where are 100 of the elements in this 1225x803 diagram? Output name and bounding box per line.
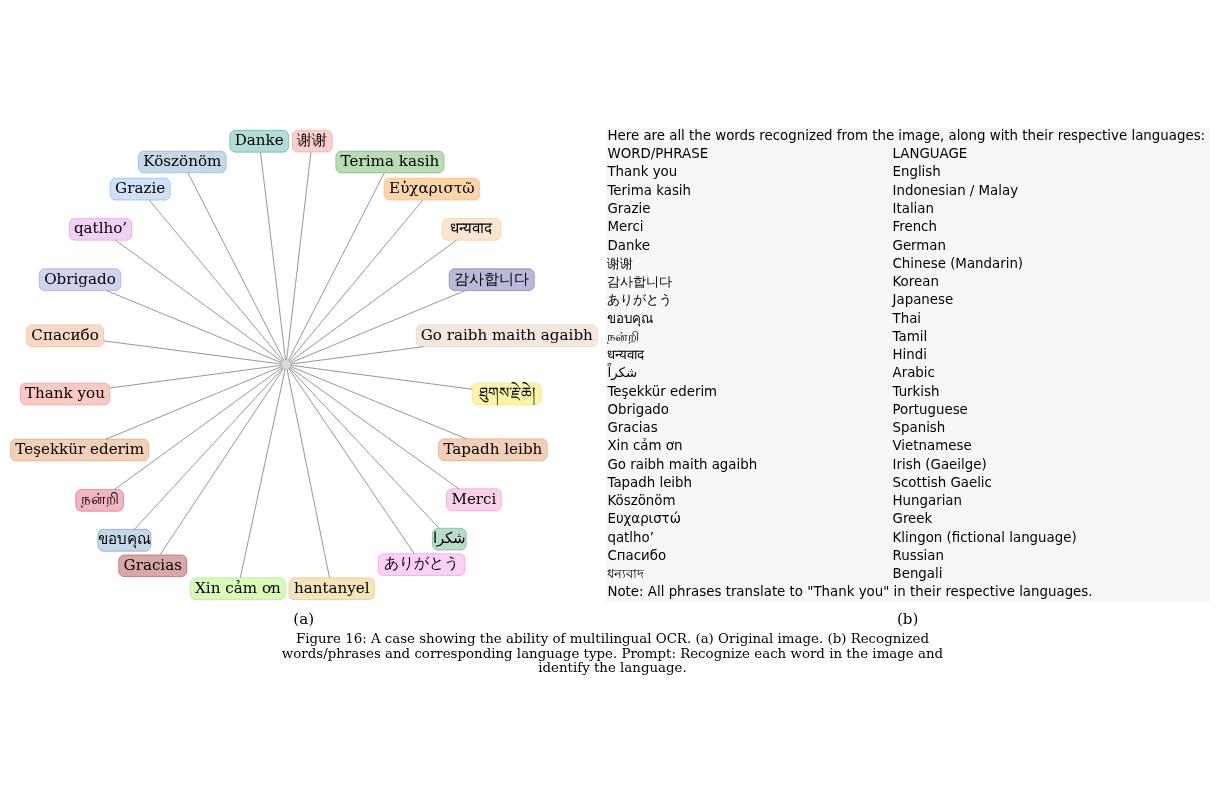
- label: Hungarian: [892, 493, 963, 509]
- node-box: Grazie: [109, 178, 171, 201]
- label: 감사합니다: [607, 274, 673, 290]
- connector: [260, 151, 286, 361]
- label: Russian: [892, 547, 944, 563]
- label: Danke: [607, 237, 650, 253]
- label: நன்றி: [607, 328, 640, 344]
- label: Go raibh maith agaibh: [607, 456, 758, 472]
- connector: [159, 368, 284, 556]
- connector: [239, 369, 286, 579]
- connector: [103, 340, 282, 365]
- node-circle: [281, 359, 292, 370]
- connector: [290, 290, 466, 364]
- node-box: Tapadh leibh: [438, 438, 548, 461]
- connector: [115, 239, 283, 363]
- caption: Figure 16: A case showing the ability of multilingual OCR. (a) Original image. (b) Recognized words/phrases and corresponding language type. Prompt: Recognize each word in the image and identify the language.: [281, 631, 944, 676]
- node-box: Εὐχαριστῶ: [383, 178, 480, 201]
- node-box: Xin cảm ơn: [190, 577, 286, 600]
- label: Grazie: [607, 200, 651, 216]
- node-box: धन्यवाद: [441, 218, 502, 241]
- label: German: [892, 237, 947, 253]
- label: Korean: [892, 274, 939, 290]
- node-box: Спасибо: [26, 324, 104, 347]
- label: (b): [896, 609, 919, 628]
- connector: [290, 366, 467, 440]
- label: Scottish Gaelic: [892, 474, 992, 490]
- label: (a): [293, 609, 315, 628]
- connector: [288, 199, 424, 362]
- connector: [134, 367, 284, 530]
- label: Спасибо: [607, 547, 667, 563]
- label: Turkish: [892, 383, 940, 399]
- node-box: Go raibh maith agaibh: [415, 324, 598, 347]
- connector: [114, 367, 283, 490]
- node-box: ขอบคุณ: [97, 529, 152, 552]
- label: Irish (Gaeilge): [892, 456, 987, 472]
- connector: [105, 366, 282, 440]
- label: Terima kasih: [607, 182, 692, 198]
- node-box: Obrigado: [39, 268, 121, 291]
- label: ありがとう: [607, 292, 673, 308]
- connector: [290, 346, 424, 365]
- label: Vietnamese: [892, 438, 972, 454]
- label: Spanish: [892, 420, 946, 436]
- connector: [289, 239, 457, 363]
- label: شكراً: [607, 365, 638, 381]
- label: Merci: [607, 219, 644, 235]
- label: French: [892, 219, 937, 235]
- label: Köszönöm: [607, 493, 676, 509]
- label: LANGUAGE: [892, 146, 968, 162]
- node-box: qatlho’: [68, 218, 133, 241]
- label: Thai: [892, 310, 922, 326]
- label: WORD/PHRASE: [607, 146, 709, 162]
- label: Italian: [892, 200, 934, 216]
- label: Xin cảm ơn: [607, 438, 683, 454]
- node-box: Köszönöm: [138, 150, 227, 174]
- label: Teşekkür ederim: [607, 383, 718, 399]
- node-box: ཐུགས་རྗེ་ཆེ།: [472, 382, 542, 405]
- label: Thank you: [607, 164, 678, 180]
- node-box: Merci: [446, 488, 502, 511]
- node-box: நன்றி: [75, 489, 124, 512]
- connector: [286, 369, 330, 579]
- label: Chinese (Mandarin): [892, 255, 1024, 271]
- label: Klingon (fictional language): [892, 529, 1077, 545]
- label: धन्यवाद: [607, 347, 645, 363]
- label: qatlho’: [607, 529, 654, 545]
- node-box: hantanyel: [288, 577, 375, 600]
- label: 谢谢: [607, 255, 634, 271]
- connector: [109, 364, 282, 389]
- label: Tapadh leibh: [607, 474, 693, 490]
- node-box: Terima kasih: [335, 150, 445, 174]
- node-box: Gracias: [118, 554, 188, 577]
- label: ধন্যবাদ: [607, 566, 645, 582]
- label: Portuguese: [892, 401, 968, 417]
- node-box: ありがとう: [377, 553, 466, 576]
- label: Ευχαριστώ: [607, 511, 681, 527]
- node-box: Danke: [229, 130, 289, 153]
- label: Here are all the words recognized from the image, along with their respective languages:: [607, 127, 1206, 143]
- connector: [290, 364, 473, 390]
- label: Gracias: [607, 420, 658, 436]
- connector: [106, 290, 282, 364]
- label: ขอบคุณ: [607, 310, 654, 326]
- label: Hindi: [892, 347, 927, 363]
- node-box: Teşekkür ederim: [10, 438, 150, 462]
- connector: [286, 151, 312, 361]
- connector: [287, 172, 385, 361]
- label: Arabic: [892, 365, 935, 381]
- label: Obrigado: [607, 401, 669, 417]
- node-box: 감사합니다: [449, 268, 535, 291]
- node-box: شکرا: [432, 528, 467, 551]
- node-box: Thank you: [20, 382, 110, 406]
- connector: [289, 367, 440, 529]
- connector: [289, 367, 460, 490]
- label: Note: All phrases translate to "Thank you" in their respective languages.: [607, 584, 1093, 600]
- connector: [288, 368, 415, 555]
- label: Indonesian / Malay: [892, 182, 1019, 198]
- connector: [187, 172, 285, 361]
- node-box: 谢谢: [291, 129, 333, 153]
- label: Bengali: [892, 566, 943, 582]
- label: Tamil: [892, 328, 928, 344]
- connector: [148, 199, 284, 362]
- label: English: [892, 164, 941, 180]
